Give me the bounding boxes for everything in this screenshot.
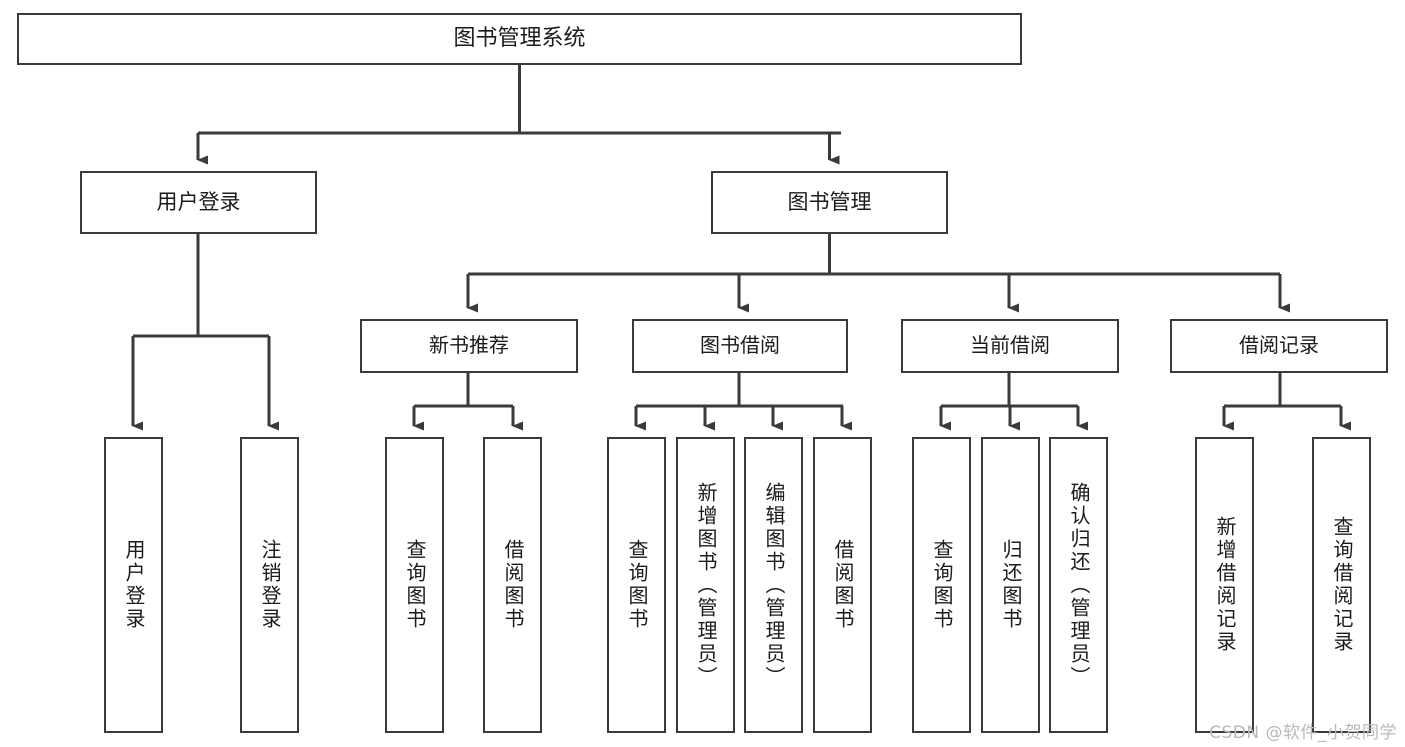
node-borrowing-record-label: 借阅记录 (1239, 333, 1319, 358)
node-book-borrowing[interactable]: 图书借阅 (632, 319, 848, 373)
node-leaf-borrow-books-new[interactable]: 借阅图书 (483, 437, 542, 733)
node-current-borrowing-label: 当前借阅 (970, 333, 1050, 358)
node-leaf-label: 确认归还（管理员） (1067, 481, 1091, 689)
node-leaf-label: 借阅图书 (831, 539, 855, 631)
node-book-management-label: 图书管理 (787, 190, 872, 215)
node-leaf-label: 注销登录 (258, 539, 282, 631)
node-user-login-label: 用户登录 (156, 190, 241, 215)
node-leaf-label: 编辑图书（管理员） (762, 481, 786, 689)
node-leaf-label: 新增图书（管理员） (694, 481, 718, 689)
node-leaf-query-borrow-record[interactable]: 查询借阅记录 (1312, 437, 1371, 733)
node-leaf-label: 借阅图书 (501, 539, 525, 631)
node-leaf-query-books-borrow[interactable]: 查询图书 (607, 437, 666, 733)
node-new-book-recommendation[interactable]: 新书推荐 (360, 319, 578, 373)
node-leaf-query-books-current[interactable]: 查询图书 (912, 437, 971, 733)
node-borrowing-record[interactable]: 借阅记录 (1170, 319, 1388, 373)
node-leaf-label: 新增借阅记录 (1213, 516, 1237, 654)
node-leaf-label: 归还图书 (999, 539, 1023, 631)
node-leaf-label: 查询图书 (403, 539, 427, 631)
node-leaf-confirm-return-admin[interactable]: 确认归还（管理员） (1049, 437, 1108, 733)
node-leaf-label: 查询借阅记录 (1330, 516, 1354, 654)
node-user-login[interactable]: 用户登录 (80, 171, 317, 234)
node-leaf-edit-book-admin[interactable]: 编辑图书（管理员） (744, 437, 803, 733)
node-new-book-recommendation-label: 新书推荐 (429, 333, 509, 358)
node-book-borrowing-label: 图书借阅 (700, 333, 780, 358)
node-leaf-return-books[interactable]: 归还图书 (981, 437, 1040, 733)
node-current-borrowing[interactable]: 当前借阅 (901, 319, 1119, 373)
node-leaf-query-books-new[interactable]: 查询图书 (385, 437, 444, 733)
node-leaf-label: 查询图书 (625, 539, 649, 631)
node-root-label: 图书管理系统 (453, 26, 586, 52)
node-leaf-user-login[interactable]: 用户登录 (104, 437, 163, 733)
node-leaf-label: 查询图书 (930, 539, 954, 631)
node-leaf-add-book-admin[interactable]: 新增图书（管理员） (676, 437, 735, 733)
node-leaf-logout[interactable]: 注销登录 (240, 437, 299, 733)
node-book-management[interactable]: 图书管理 (711, 171, 948, 234)
node-leaf-add-borrow-record[interactable]: 新增借阅记录 (1195, 437, 1254, 733)
node-root-book-management-system[interactable]: 图书管理系统 (17, 13, 1022, 65)
node-leaf-label: 用户登录 (122, 539, 146, 631)
node-leaf-borrow-books[interactable]: 借阅图书 (813, 437, 872, 733)
